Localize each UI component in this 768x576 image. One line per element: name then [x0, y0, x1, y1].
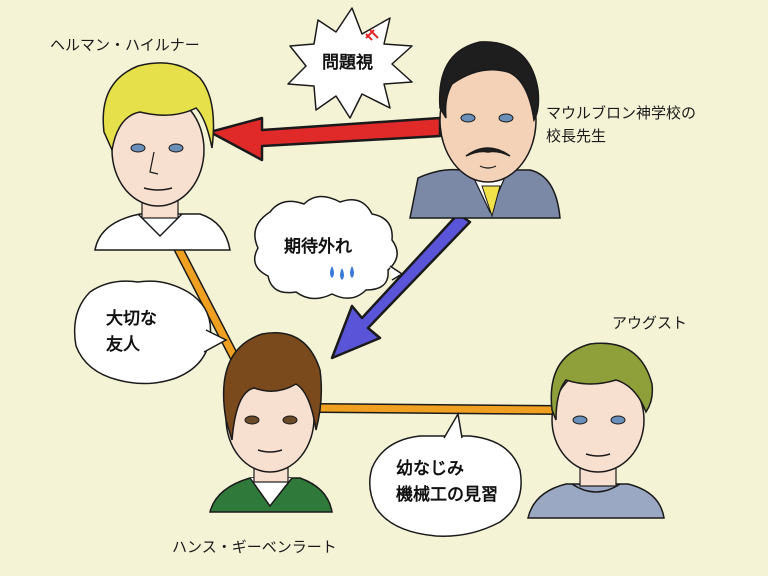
text-disappointed: 期待外れ: [284, 237, 352, 257]
hermann-portrait: [94, 62, 231, 251]
text-best-friend: 大切な 友人: [106, 306, 157, 359]
label-principal-line1: マウルブロン神学校の: [546, 104, 697, 122]
label-hermann: ヘルマン・ハイルナー: [50, 36, 200, 54]
bubble-childhood: [369, 411, 522, 537]
principal-portrait: [409, 41, 561, 219]
bubble-disappointed: [253, 195, 404, 300]
text-problem: 問題視: [322, 53, 373, 73]
bubble-problem: [287, 7, 413, 119]
arrow-principal-to-hans: [330, 212, 472, 360]
label-hans: ハンス・ギーベンラート: [172, 538, 337, 556]
label-principal-line2: 校長先生: [546, 126, 607, 145]
sweat-drops-icon: [330, 266, 354, 280]
text-best-friend-line2: 友人: [106, 335, 140, 356]
arrow-principal-to-hermann: [208, 116, 442, 162]
text-childhood-line2: 機械工の見習: [396, 485, 498, 506]
bubble-best-friend: [73, 280, 228, 385]
anger-mark-icon: [365, 29, 379, 41]
august-portrait: [527, 342, 665, 519]
label-principal: マウルブロン神学校の 校長先生: [546, 102, 696, 147]
text-childhood: 幼なじみ 機械工の見習: [396, 456, 498, 509]
hans-portrait: [209, 332, 333, 513]
text-childhood-line1: 幼なじみ: [396, 459, 464, 479]
label-august: アウグスト: [612, 314, 688, 332]
text-best-friend-line1: 大切な: [106, 309, 157, 329]
